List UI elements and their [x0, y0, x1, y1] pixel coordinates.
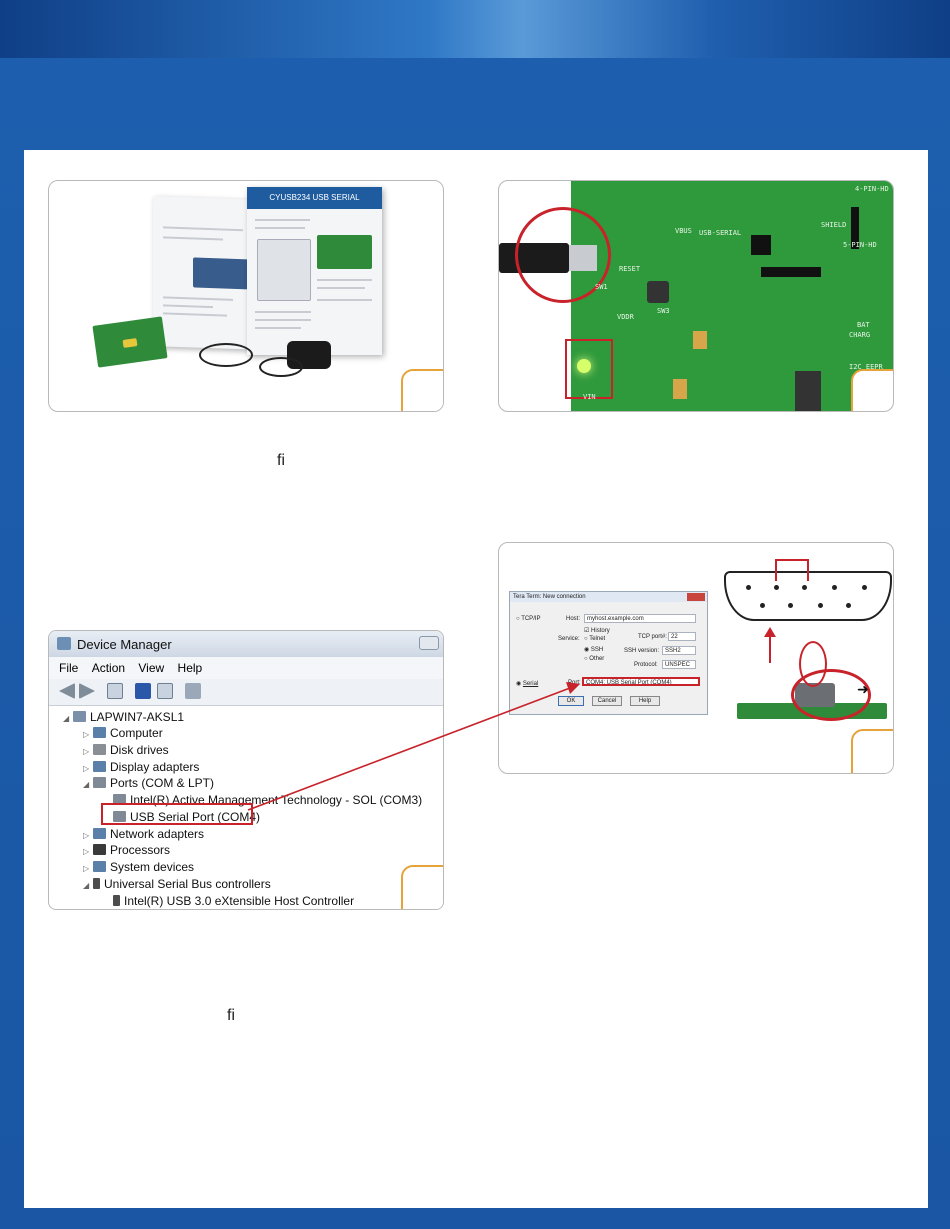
ssh-version-select[interactable]: SSH2 — [662, 646, 696, 655]
slide-switch — [795, 371, 821, 411]
ssh-radio[interactable]: ◉ SSH — [584, 647, 604, 653]
step-number-box — [851, 729, 893, 773]
help-icon[interactable] — [135, 683, 151, 699]
tree-item-usb-serial-port[interactable]: USB Serial Port (COM4) — [113, 809, 260, 826]
cancel-button[interactable]: Cancel — [592, 696, 622, 706]
window-titlebar: Device Manager — [49, 631, 443, 657]
serial-radio[interactable]: ◉ Serial — [516, 681, 539, 687]
device-manager-icon — [57, 637, 71, 650]
pcb-label-shield: SHIELD — [821, 221, 847, 229]
help-button[interactable]: Help — [630, 696, 660, 706]
tree-item-usb3-host-controller[interactable]: Intel(R) USB 3.0 eXtensible Host Control… — [113, 893, 354, 909]
pcb-label-vin: VIN — [583, 393, 596, 401]
tera-term-setup-figure: Tera Term: New connection ○ TCP/IP Host:… — [498, 542, 894, 774]
history-checkbox[interactable]: ☑ History — [584, 628, 610, 634]
header-bar — [0, 0, 950, 58]
wire-loop — [799, 641, 827, 687]
power-led — [577, 359, 591, 373]
usb-cable — [199, 343, 253, 367]
other-radio[interactable]: ○ Other — [584, 656, 605, 662]
pcb-label-bat: BAT — [857, 321, 870, 329]
ssh-version-label: SSH version: — [624, 648, 660, 654]
host-label: Host: — [566, 616, 581, 622]
tree-root[interactable]: ◢LAPWIN7-AKSL1 — [63, 710, 185, 724]
pcb-label-i2c: I2C EEPR — [849, 363, 883, 371]
step-number-box — [401, 369, 443, 411]
window-control-button[interactable] — [419, 636, 439, 650]
kit-contents-figure: CYUSB234 USB SERIAL — [48, 180, 444, 412]
tree-item-usb-controllers[interactable]: ◢Universal Serial Bus controllers — [83, 877, 271, 891]
up-arrow — [764, 627, 776, 663]
pcb-label-usb-serial: USB-SERIAL — [699, 229, 742, 237]
tera-term-title: Tera Term: New connection — [510, 592, 707, 602]
tree-item-computer[interactable]: ▷Computer — [83, 726, 163, 740]
protocol-label: Protocol: — [634, 662, 658, 668]
pcb-label-charg: CHARG — [849, 331, 871, 339]
connector-highlight-circle — [791, 669, 871, 721]
tcp-port-label: TCP port#: — [638, 634, 667, 640]
loopback-jumper — [775, 559, 809, 581]
pcb-label-reset: RESET — [619, 265, 641, 273]
port-label: Port: — [568, 680, 581, 686]
jumper-block — [851, 207, 859, 249]
booklet-title: CYUSB234 USB SERIAL — [247, 187, 382, 209]
service-label: Service: — [558, 636, 580, 642]
protocol-select[interactable]: UNSPEC — [662, 660, 696, 669]
telnet-radio[interactable]: ○ Telnet — [584, 636, 606, 642]
reset-button — [647, 281, 669, 303]
tree-item-system-devices[interactable]: ▷System devices — [83, 860, 195, 874]
menu-view[interactable]: View — [138, 661, 165, 675]
tree-item-processors[interactable]: ▷Processors — [83, 843, 171, 857]
menu-file[interactable]: File — [59, 661, 79, 675]
ligature-glyph: ﬁ — [227, 1007, 235, 1024]
pcb-label-sw3: SW3 — [657, 307, 670, 315]
usb-serial-ic — [751, 235, 771, 255]
scan-hardware-icon[interactable] — [185, 683, 201, 699]
tcp-port-input[interactable]: 22 — [668, 632, 696, 641]
ligature-glyph: ﬁ — [277, 452, 285, 469]
device-manager-figure: Device Manager File Action View Help ◢LA… — [48, 630, 444, 910]
power-cable — [259, 357, 303, 377]
tree-item-network-adapters[interactable]: ▷Network adapters — [83, 827, 205, 841]
usb-highlight-circle — [515, 207, 611, 303]
quick-start-booklet: CYUSB234 USB SERIAL — [247, 187, 382, 355]
jumper-row — [761, 267, 821, 277]
menu-help[interactable]: Help — [177, 661, 203, 675]
tree-item-ports[interactable]: ◢Ports (COM & LPT) — [83, 776, 215, 790]
ok-button[interactable]: OK — [558, 696, 584, 706]
menu-action[interactable]: Action — [91, 661, 126, 675]
port-select[interactable]: COM4: USB Serial Port (COM4) — [582, 677, 700, 686]
tantalum-cap — [693, 331, 707, 349]
right-arrow: ➜ — [857, 681, 869, 697]
host-input[interactable]: myhost.example.com — [584, 614, 696, 623]
toolbar — [49, 679, 443, 706]
tree-item-display-adapters[interactable]: ▷Display adapters — [83, 760, 200, 774]
pcb-label-vddr: VDDR — [617, 313, 634, 321]
close-icon[interactable] — [687, 593, 705, 601]
pcb-label-vbus: VBUS — [675, 227, 692, 235]
step-number-box — [401, 865, 443, 909]
tcpip-radio[interactable]: ○ TCP/IP — [516, 616, 541, 622]
pcb-label-4pin: 4-PIN-HD — [855, 185, 889, 193]
window-title: Device Manager — [77, 637, 172, 652]
pcb-label-5pin: 5-PIN-HD — [843, 241, 877, 249]
led-highlight-box — [565, 339, 613, 399]
usb-serial-port-highlight — [101, 803, 253, 825]
step-number-box — [851, 369, 893, 411]
tera-term-dialog: Tera Term: New connection ○ TCP/IP Host:… — [509, 591, 708, 715]
tantalum-cap-2 — [673, 379, 687, 399]
properties-icon[interactable] — [107, 683, 123, 699]
tree-item-disk-drives[interactable]: ▷Disk drives — [83, 743, 169, 757]
pcb-label-sw1: SW1 — [595, 283, 608, 291]
view-icon[interactable] — [157, 683, 173, 699]
board-usb-connection-figure: USB-SERIAL SW3 SW1 4-PIN-HD 5-PIN-HD VBU… — [498, 180, 894, 412]
